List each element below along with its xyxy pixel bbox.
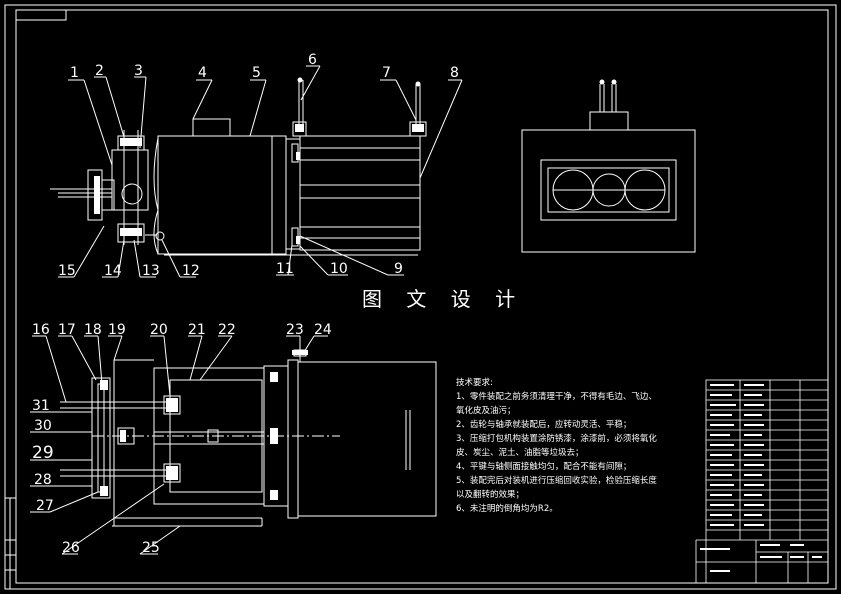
part-label-10: 10: [330, 261, 348, 277]
notes-heading: 技术要求:: [456, 378, 493, 388]
inner-frame: [15, 9, 829, 584]
part-label-30: 30: [34, 418, 52, 434]
part-label-20: 20: [150, 322, 168, 338]
part-label-6: 6: [308, 52, 317, 68]
notes-line: 3、压缩打包机构装置涂防锈漆，涂漆前，必须将氧化: [456, 434, 657, 444]
corner-code-box: [15, 9, 67, 21]
part-label-22: 22: [218, 322, 236, 338]
technical-notes: 技术要求: 1、零件装配之前务须清理干净，不得有毛边、飞边、 氧化皮及油污； 2…: [456, 376, 706, 516]
notes-line: 5、装配完后对装机进行压缩回收实验，检验压缩长度: [456, 476, 657, 486]
part-label-8: 8: [450, 65, 459, 81]
part-label-2: 2: [95, 63, 104, 79]
part-label-15: 15: [58, 263, 76, 279]
part-label-5: 5: [252, 65, 261, 81]
part-label-16: 16: [32, 322, 50, 338]
leader-lines-front: [58, 65, 463, 278]
part-label-4: 4: [198, 65, 207, 81]
part-label-18: 18: [84, 322, 102, 338]
outer-frame: [4, 4, 837, 590]
notes-line: 1、零件装配之前务须清理干净，不得有毛边、飞边、: [456, 392, 657, 402]
part-label-14: 14: [104, 263, 122, 279]
part-label-23: 23: [286, 322, 304, 338]
part-label-21: 21: [188, 322, 206, 338]
leader-lines-section: [30, 335, 328, 555]
notes-line: 皮、炭尘、泥土、油脂等垃圾去；: [456, 448, 584, 458]
title-block: [695, 379, 829, 584]
part-label-11: 11: [276, 261, 294, 277]
part-label-17: 17: [58, 322, 76, 338]
part-label-29: 29: [32, 443, 54, 463]
notes-line: 6、未注明的倒角均为R2。: [456, 504, 558, 514]
side-view: [521, 84, 696, 253]
part-labels: 1 2 3 4 5 6 7 8 9 10 11 12 13 14 15 16 1…: [32, 52, 459, 556]
part-label-24: 24: [314, 322, 332, 338]
part-label-25: 25: [142, 540, 160, 556]
part-label-31: 31: [32, 398, 50, 414]
watermark-title: 图 文 设 计: [362, 287, 524, 311]
part-label-12: 12: [182, 263, 200, 279]
notes-line: 2、齿轮与轴承就装配后，应转动灵活、平稳；: [456, 420, 632, 430]
part-label-28: 28: [34, 472, 52, 488]
part-label-27: 27: [36, 498, 54, 514]
part-label-9: 9: [394, 261, 403, 277]
section-view: [60, 349, 437, 527]
notes-line: 氧化皮及油污；: [456, 406, 516, 416]
notes-line: 4、平键与轴侧面接触均匀，配合不能有间隙；: [456, 462, 632, 472]
part-label-19: 19: [108, 322, 126, 338]
hardware-details: [94, 77, 617, 500]
part-label-3: 3: [134, 63, 143, 79]
binding-strip: [5, 497, 16, 589]
title-block-marks: [700, 384, 822, 572]
front-view: [50, 80, 427, 256]
part-label-13: 13: [142, 263, 160, 279]
part-label-26: 26: [62, 540, 80, 556]
part-label-1: 1: [70, 65, 79, 81]
part-label-7: 7: [382, 65, 391, 81]
notes-line: 以及翻转的效果；: [456, 490, 525, 500]
